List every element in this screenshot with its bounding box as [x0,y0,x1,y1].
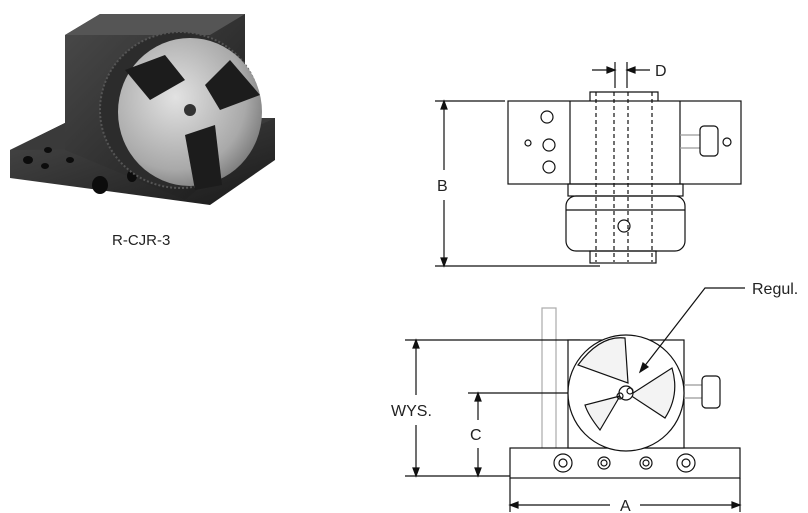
jaw [205,60,260,110]
label-c: C [470,427,482,444]
photo-caption: R-CJR-3 [112,232,171,249]
product-photo [10,14,275,205]
label-d: D [655,63,667,80]
label-a: A [620,498,631,513]
label-b: B [437,178,448,195]
front-view-base [509,447,741,479]
jaw [185,125,222,190]
label-regul: Regul. [752,281,798,298]
jaw [125,55,185,100]
top-view-chuck [565,195,686,252]
top-view-block [507,100,742,185]
label-wys: WYS. [391,403,432,420]
